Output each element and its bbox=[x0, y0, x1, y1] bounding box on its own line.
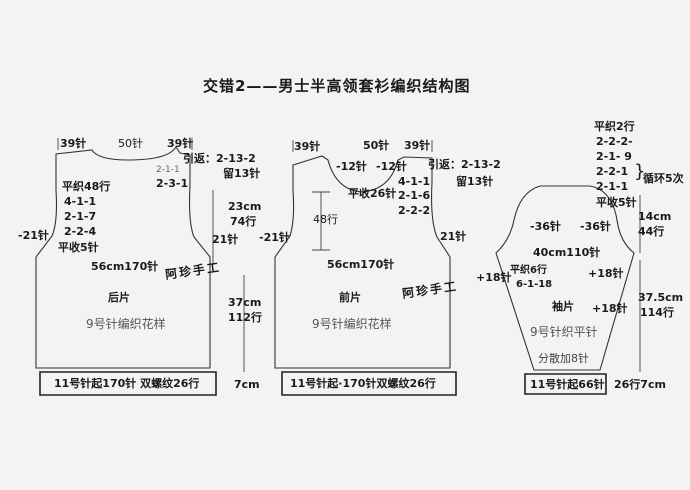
diagram-title: 交错2——男士半高领套衫编织结构图 bbox=[203, 77, 471, 95]
sleeve-cap-repeat: 循环5次 bbox=[643, 172, 684, 185]
back-pattern: 9号针编织花样 bbox=[86, 317, 166, 331]
sleeve-inc-left: +18针 bbox=[476, 271, 512, 284]
sleeve-rib-band bbox=[524, 373, 607, 395]
back-body-height-rows: 112行 bbox=[228, 311, 262, 324]
back-side-right: 21针 bbox=[212, 233, 239, 246]
back-armhole-flat: 平收5针 bbox=[58, 241, 99, 254]
sleeve-pattern: 9号针织平针 bbox=[530, 325, 598, 339]
front-top-left-stitches: 39针 bbox=[294, 140, 321, 153]
sleeve-inc-right-2: +18针 bbox=[592, 302, 628, 315]
sleeve-piece-name: 袖片 bbox=[552, 300, 574, 313]
sleeve-cap-right: -36针 bbox=[580, 220, 611, 233]
sleeve-cap-height-cm: 14cm bbox=[638, 210, 672, 223]
back-rib-label: 11号针起170针 双螺纹26行 bbox=[54, 377, 200, 390]
back-rib-height: 7cm bbox=[234, 378, 260, 391]
sleeve-width: 40cm110针 bbox=[533, 246, 601, 259]
back-armhole-height-rows: 74行 bbox=[230, 215, 257, 228]
sleeve-cap-1: 平织2行 bbox=[594, 120, 635, 133]
sleeve-repeat-brace: } bbox=[634, 161, 646, 182]
front-neck-3: 2-2-2 bbox=[398, 204, 431, 217]
sleeve-outline bbox=[495, 185, 635, 371]
back-armhole-1: 4-1-1 bbox=[64, 195, 97, 208]
back-neck-small: 2-1-1 bbox=[156, 165, 180, 175]
back-chest-width: 56cm170针 bbox=[91, 260, 159, 273]
back-body-height-cm: 37cm bbox=[228, 296, 262, 309]
sleeve-cap-3: 2-1- 9 bbox=[596, 150, 632, 163]
front-neck-flat: 平收26针 bbox=[348, 187, 397, 200]
front-piece-outline bbox=[274, 155, 451, 369]
back-neck-decrease: 2-3-1 bbox=[156, 177, 189, 190]
front-piece-name: 前片 bbox=[339, 291, 361, 304]
sleeve-length-cm: 37.5cm bbox=[638, 291, 684, 304]
front-chest-width: 56cm170针 bbox=[327, 258, 395, 271]
front-top-mid-stitches: 50针 bbox=[363, 139, 390, 152]
back-armhole-title: 平织48行 bbox=[62, 180, 111, 193]
back-side-left: -21针 bbox=[18, 229, 49, 242]
sleeve-cap-4: 2-2-1 bbox=[596, 165, 629, 178]
front-side-left: -21针 bbox=[259, 231, 290, 244]
sleeve-length-rows: 114行 bbox=[640, 306, 674, 319]
back-armhole-3: 2-2-4 bbox=[64, 225, 97, 238]
sleeve-cap-height-rows: 44行 bbox=[638, 225, 665, 238]
back-armhole-height-cm: 23cm bbox=[228, 200, 262, 213]
front-pattern: 9号针编织花样 bbox=[312, 317, 392, 331]
back-top-right-stitches: 39针 bbox=[167, 137, 194, 150]
front-neck-right: -12针 bbox=[376, 160, 407, 173]
front-neck-1: 4-1-1 bbox=[398, 175, 431, 188]
front-side-right: 21针 bbox=[440, 230, 467, 243]
sleeve-rib-label: 11号针起66针 bbox=[530, 378, 605, 391]
back-top-mid-stitches: 50针 bbox=[118, 137, 143, 150]
front-short-row-label: 引返：2-13-2 bbox=[428, 158, 501, 171]
sleeve-cap-left: -36针 bbox=[530, 220, 561, 233]
sleeve-flat-rows: 平织6行 bbox=[510, 265, 547, 276]
sleeve-cap-5: 2-1-1 bbox=[596, 180, 629, 193]
back-piece-name: 后片 bbox=[108, 291, 130, 304]
front-neck-depth: 48行 bbox=[313, 213, 338, 226]
back-short-row-keep: 留13针 bbox=[223, 167, 261, 180]
back-rib-band bbox=[39, 371, 217, 396]
front-top-right-stitches: 39针 bbox=[404, 139, 431, 152]
sleeve-inc-rate: 6-1-18 bbox=[516, 279, 553, 290]
sleeve-inc-right-1: +18针 bbox=[588, 267, 624, 280]
front-rib-band bbox=[281, 371, 457, 396]
front-neck-left: -12针 bbox=[336, 160, 367, 173]
front-short-row-keep: 留13针 bbox=[456, 175, 494, 188]
front-rib-label: 11号针起·170针双螺纹26行 bbox=[290, 377, 436, 390]
back-short-row-label: 引返：2-13-2 bbox=[183, 152, 256, 165]
back-top-left-stitches: 39针 bbox=[60, 137, 87, 150]
sleeve-inc-note: 分散加8针 bbox=[538, 352, 589, 365]
front-neck-2: 2-1-6 bbox=[398, 189, 431, 202]
sleeve-cap-flat: 平收5针 bbox=[596, 196, 637, 209]
back-armhole-2: 2-1-7 bbox=[64, 210, 97, 223]
sleeve-cap-2: 2-2-2- bbox=[596, 135, 633, 148]
sleeve-rib-height: 26行7cm bbox=[614, 378, 666, 391]
back-piece-outline bbox=[35, 145, 211, 369]
